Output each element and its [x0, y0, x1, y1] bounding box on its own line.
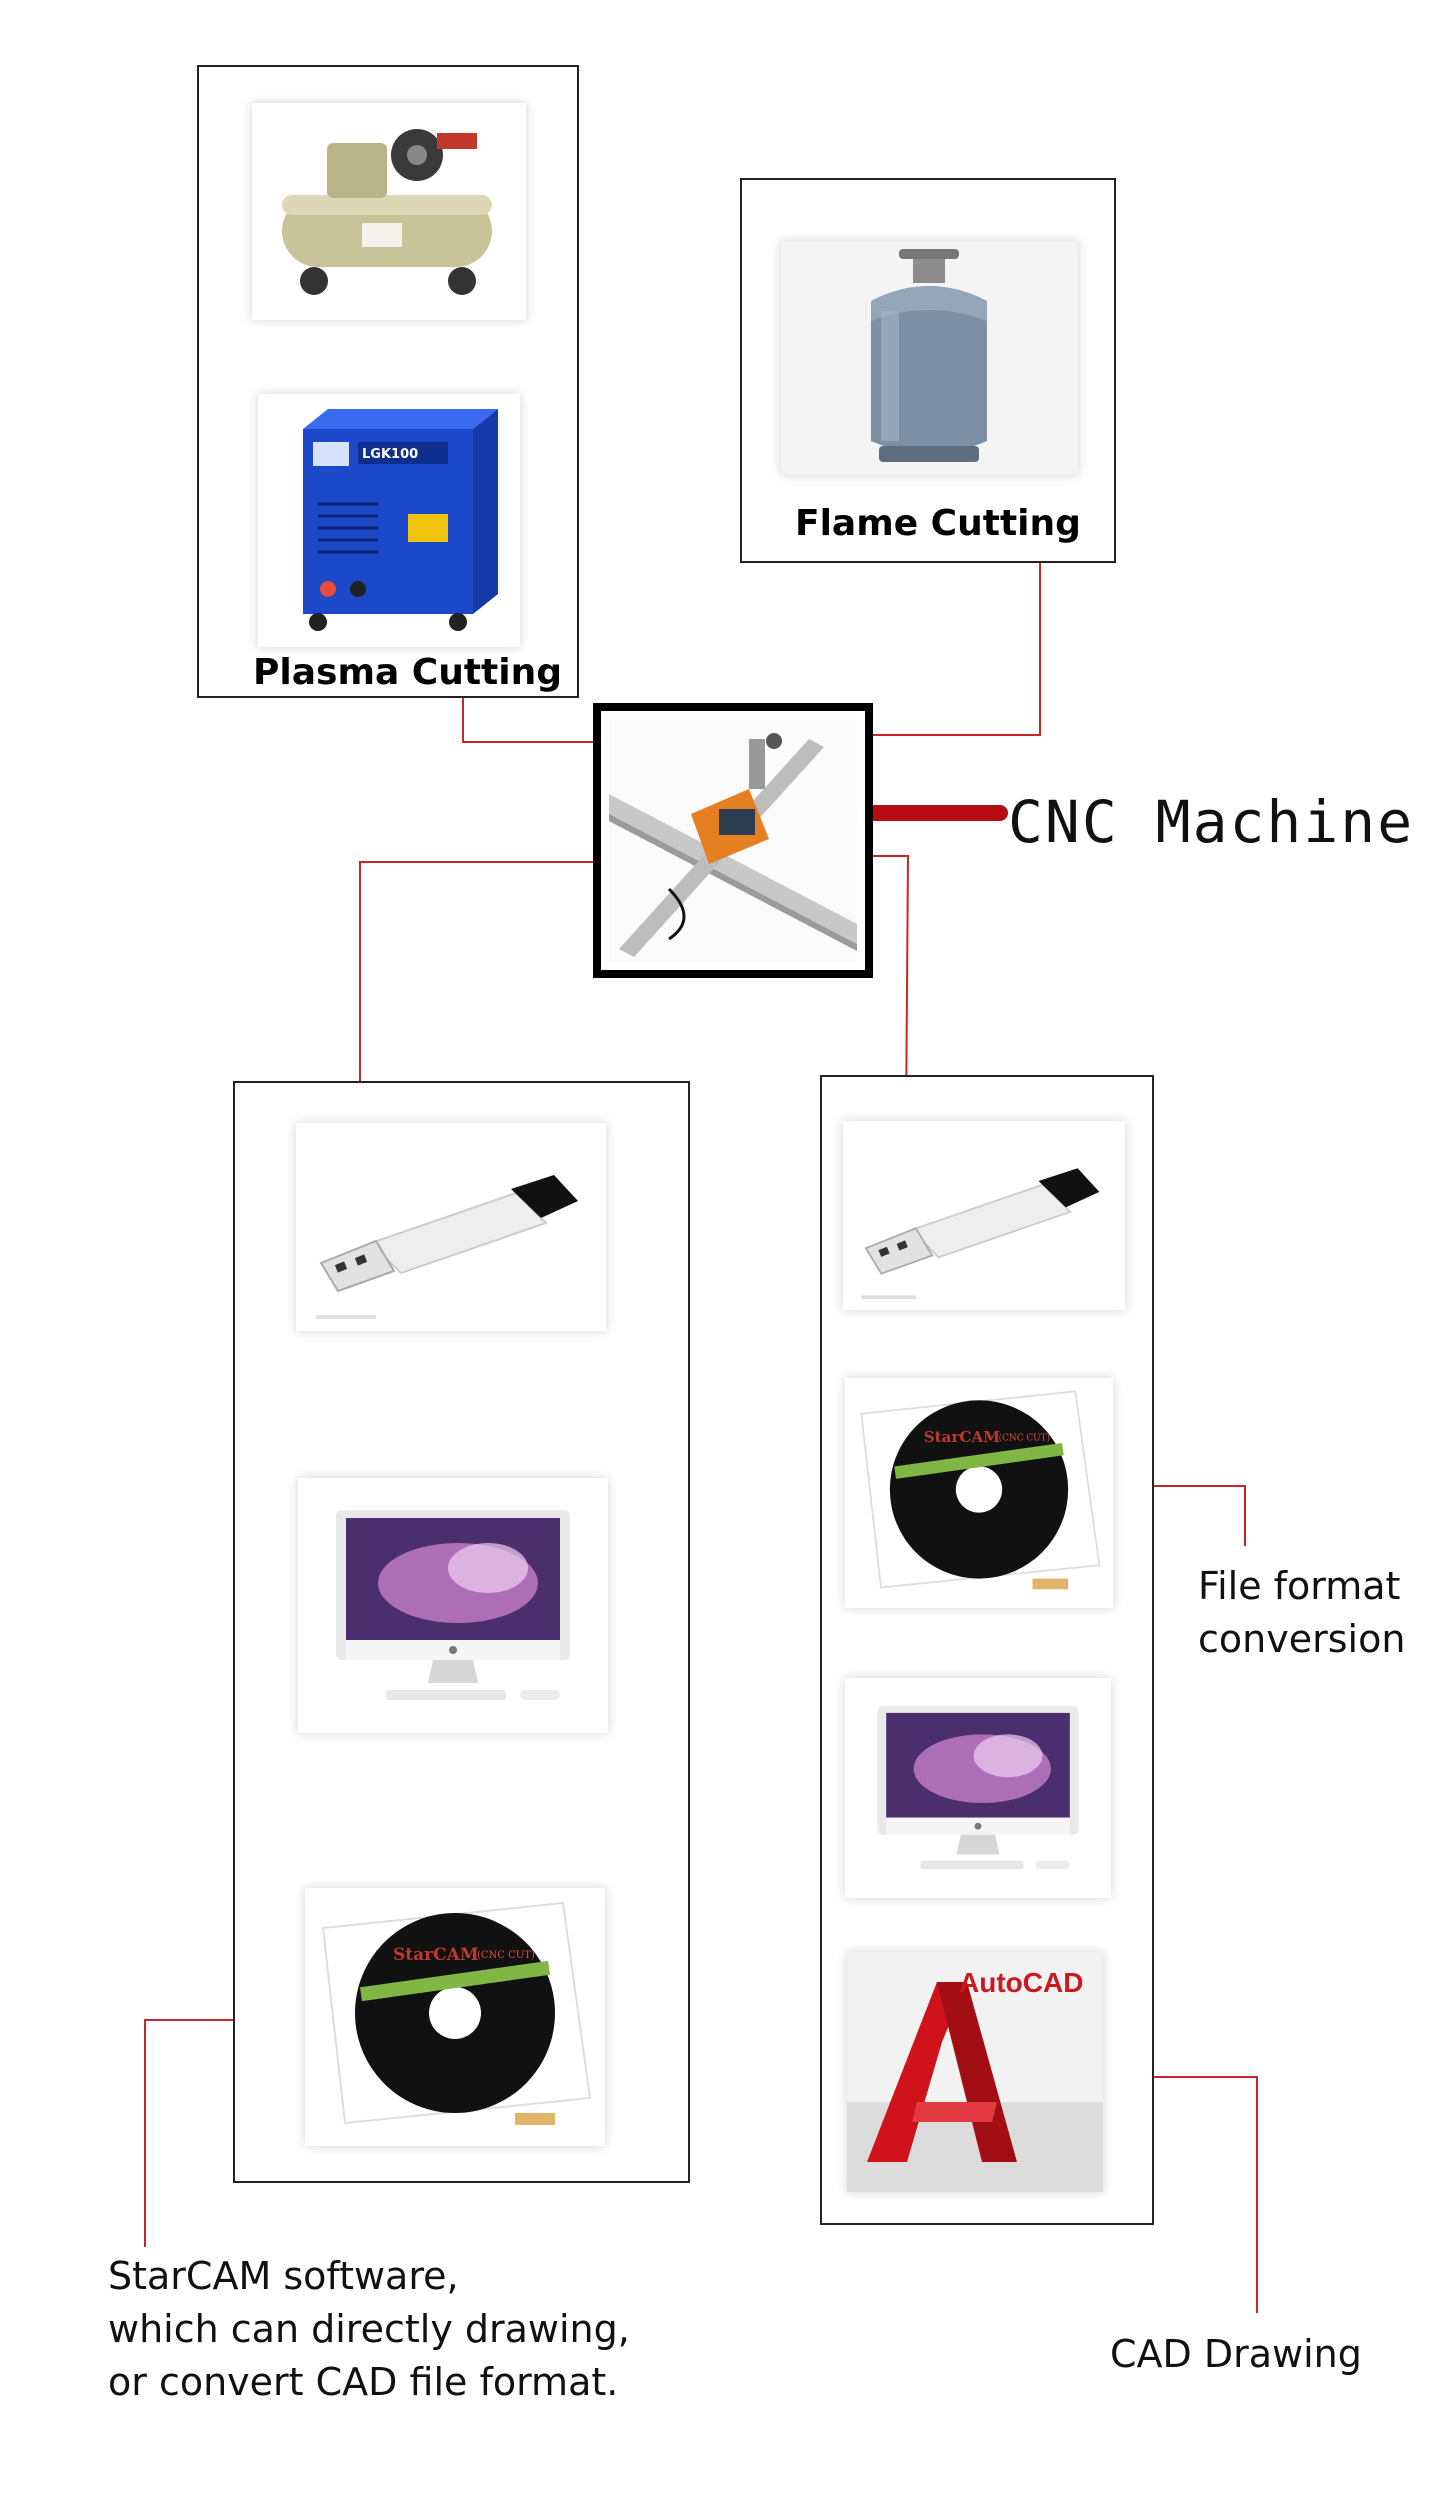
- svg-text:LGK100: LGK100: [362, 447, 418, 462]
- starcam-brand-text: StarCAM: [924, 1428, 1001, 1446]
- cad-drawing-text: CAD Drawing: [1110, 2332, 1362, 2376]
- starcam-disc-icon: StarCAM (CNC CUT): [860, 1390, 1101, 1590]
- file-format-line-1: File format: [1198, 1564, 1401, 1608]
- starcam-disc-icon: StarCAM (CNC CUT): [321, 1901, 592, 2125]
- gas-cylinder-icon: [781, 241, 1078, 475]
- file-format-note: File format conversion: [1198, 1560, 1405, 1666]
- plasma-power-supply-icon: LGK100: [303, 409, 498, 631]
- starcam-disc-card-left: StarCAM (CNC CUT): [305, 1888, 605, 2146]
- starcam-note-line-2: which can directly drawing,: [108, 2307, 630, 2351]
- computer-card-right: [845, 1678, 1111, 1898]
- computer-monitor-icon: [877, 1706, 1079, 1870]
- file-format-line-2: conversion: [1198, 1617, 1406, 1661]
- gas-cylinder-card: [781, 241, 1078, 475]
- starcam-note-line-3: or convert CAD file format.: [108, 2360, 619, 2404]
- starcam-disc-card-right: StarCAM (CNC CUT): [845, 1378, 1113, 1608]
- computer-card-left: [298, 1478, 608, 1733]
- air-compressor-card: [252, 103, 526, 320]
- usb-drive-card-left: [296, 1123, 606, 1331]
- usb-drive-icon: [316, 1175, 578, 1319]
- cad-drawing-note: CAD Drawing: [1110, 2328, 1362, 2381]
- cnc-machine-card: [609, 719, 857, 962]
- starcam-note-line-1: StarCAM software,: [108, 2254, 459, 2298]
- autocad-brand-text: AutoCAD: [959, 1967, 1083, 1998]
- autocad-card: AutoCAD: [847, 1952, 1103, 2192]
- usb-drive-card-right: [843, 1121, 1125, 1310]
- plasma-cutting-caption: Plasma Cutting: [253, 652, 562, 693]
- usb-drive-icon: [861, 1168, 1100, 1300]
- wire-flame-to-cnc: [830, 562, 1041, 736]
- cnc-machine-label: CNC Machine: [1008, 788, 1415, 856]
- flame-cutting-caption: Flame Cutting: [795, 503, 1081, 544]
- starcam-software-note: StarCAM software, which can directly dra…: [108, 2250, 630, 2409]
- autocad-logo-icon: AutoCAD: [847, 1952, 1103, 2192]
- starcam-sub-text: (CNC CUT): [999, 1432, 1050, 1443]
- cnc-machine-icon: [609, 719, 857, 962]
- starcam-sub-text: (CNC CUT): [477, 1950, 535, 1961]
- plasma-power-supply-card: LGK100: [258, 394, 520, 647]
- starcam-brand-text: StarCAM: [393, 1945, 479, 1965]
- air-compressor-icon: [282, 129, 492, 295]
- computer-monitor-icon: [336, 1510, 570, 1700]
